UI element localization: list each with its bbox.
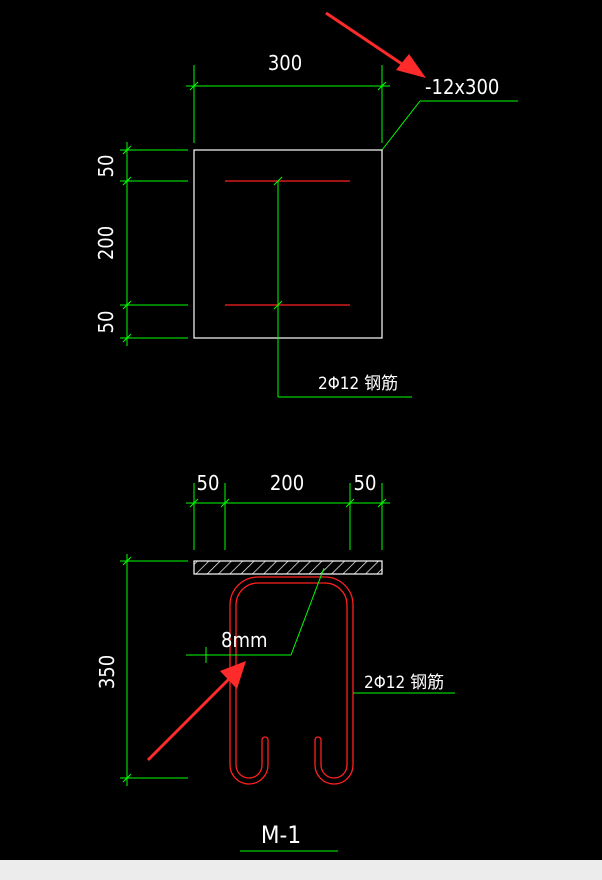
cad-drawing: 300 -12x300 2Φ12 钢筋 [94,11,518,852]
plan-dim-top-text: 50 [94,155,118,178]
plan-height-dimension [120,142,188,346]
plan-rebar-leader [273,176,412,398]
annotation-arrow-top [325,11,426,78]
section-height-dim-text: 350 [95,655,119,689]
section-height-dimension [120,554,188,786]
thickness-label-text: 8mm [221,628,268,652]
plan-rebar-label: 2Φ12 钢筋 [318,374,398,394]
plan-dim-middle-text: 200 [94,226,118,260]
section-dim-left-text: 50 [197,471,220,495]
section-dim-middle-text: 200 [270,471,304,495]
section-dim-right-text: 50 [354,471,377,495]
section-rebar-label: 2Φ12 钢筋 [364,673,444,693]
cad-drawing-canvas: 300 -12x300 2Φ12 钢筋 [0,0,602,860]
section-view: 50 200 50 350 8mm [95,471,455,786]
plan-dim-bottom-text: 50 [94,311,118,334]
bottom-strip [0,860,602,880]
drawing-title-text: M-1 [261,821,301,849]
section-width-dimension [186,483,390,550]
annotation-arrow-bottom [146,661,246,762]
plate-label-leader [381,100,518,151]
thickness-leader [186,567,325,663]
plan-width-dim-text: 300 [268,51,302,75]
drawing-title: M-1 [240,821,338,852]
plate-outline [193,149,383,339]
section-rebar-u [229,576,354,785]
section-plate-hatched [193,560,383,575]
plan-width-dimension [186,65,390,143]
plan-view: 300 -12x300 2Φ12 钢筋 [94,11,518,398]
plate-label-text: -12x300 [425,75,499,99]
